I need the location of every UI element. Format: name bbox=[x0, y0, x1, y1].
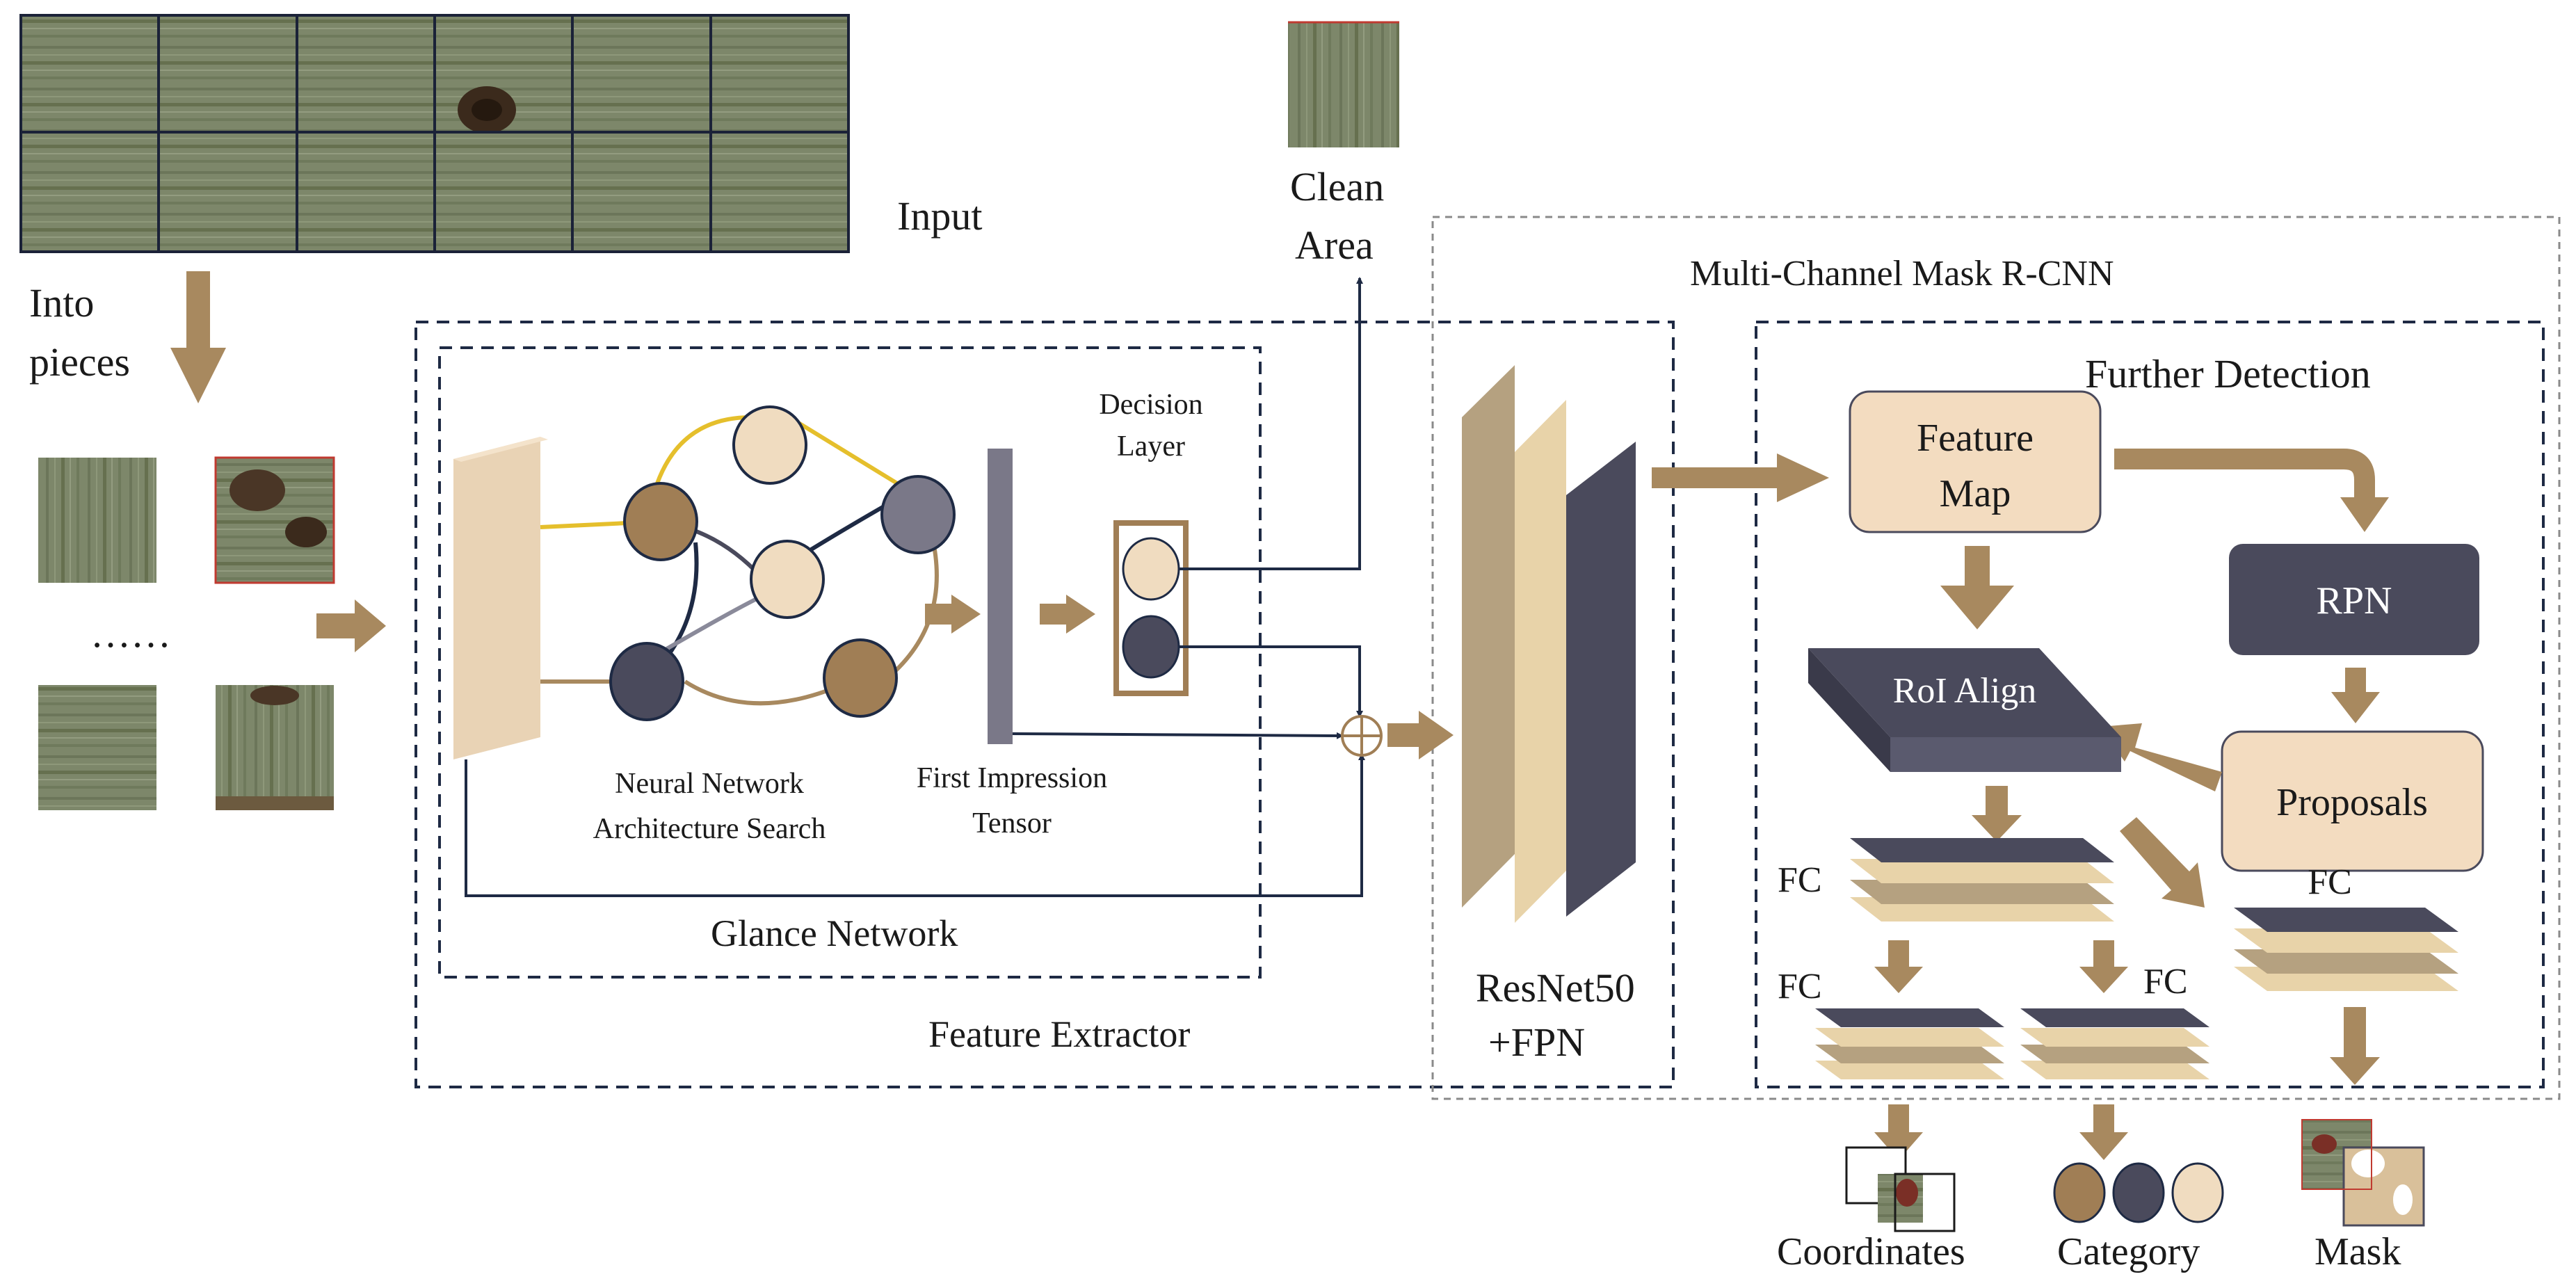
resnet-label-2: +FPN bbox=[1488, 1020, 1585, 1065]
fc-label-coordinates: FC bbox=[1778, 967, 1822, 1006]
feature-map-box bbox=[1849, 390, 2102, 533]
concat-to-resnet-arrow bbox=[1387, 711, 1454, 759]
clean-area-label-2: Area bbox=[1295, 223, 1374, 268]
multi-channel-title: Multi-Channel Mask R-CNN bbox=[1690, 254, 2114, 293]
multi-channel-frame bbox=[1431, 216, 2561, 1100]
category-output-icon bbox=[2053, 1162, 2224, 1223]
first-impression-tensor bbox=[988, 449, 1013, 744]
nas-label-1: Neural Network bbox=[615, 768, 804, 800]
decision-connectors bbox=[465, 277, 1365, 897]
patch-4 bbox=[216, 685, 334, 810]
fc-label-mask: FC bbox=[2308, 862, 2352, 902]
clean-area-patch bbox=[1288, 21, 1399, 147]
feature-extractor-frame bbox=[414, 321, 1675, 1088]
coordinates-output-icon bbox=[1845, 1146, 1956, 1232]
nas-nodes bbox=[609, 405, 956, 721]
glance-input-slab bbox=[453, 437, 548, 759]
fit-label-2: Tensor bbox=[972, 807, 1052, 839]
roi-align-slab bbox=[1808, 648, 2121, 772]
patch-1 bbox=[38, 458, 156, 583]
fc-label-main: FC bbox=[1778, 860, 1822, 900]
input-label: Input bbox=[897, 193, 982, 239]
ellipsis: …… bbox=[90, 611, 171, 656]
roi-down-arrow bbox=[1972, 786, 2022, 842]
decision-layer bbox=[1113, 520, 1189, 696]
decision-layer-label-2: Layer bbox=[1117, 430, 1185, 462]
further-detection-title: Further Detection bbox=[2085, 351, 2371, 396]
decision-layer-label-1: Decision bbox=[1099, 389, 1202, 421]
further-detection-frame bbox=[1755, 321, 2545, 1088]
mask-output-icon bbox=[2301, 1119, 2425, 1227]
concat-operator-icon bbox=[1341, 715, 1383, 757]
down-arrow-into-pieces bbox=[170, 271, 226, 403]
input-image bbox=[19, 14, 850, 253]
roi-align-label: RoI Align bbox=[1893, 671, 2037, 711]
glance-network-title: Glance Network bbox=[711, 912, 958, 954]
patch-3 bbox=[38, 685, 156, 810]
fc-down-arrows bbox=[1874, 940, 2128, 993]
resnet-fpn-slabs bbox=[1462, 365, 1636, 923]
feature-map-to-roi-arrow bbox=[1940, 546, 2014, 629]
tensor-to-decision-arrow bbox=[1040, 595, 1095, 634]
fc-block-coordinates bbox=[1815, 1008, 2004, 1079]
into-pieces-label-2: pieces bbox=[29, 339, 130, 385]
nas-label-2: Architecture Search bbox=[593, 813, 826, 845]
roi-to-mask-branch-arrow bbox=[2120, 817, 2205, 908]
patch-2 bbox=[214, 456, 335, 584]
rpn-box bbox=[2229, 544, 2479, 655]
feature-map-label-1: Feature bbox=[1917, 417, 2034, 460]
glance-network-frame bbox=[438, 346, 1262, 979]
fc-block-mask bbox=[2234, 908, 2458, 991]
fit-label-1: First Impression bbox=[917, 762, 1107, 794]
resnet-to-feature-map-arrow bbox=[1652, 453, 1829, 502]
coordinates-label: Coordinates bbox=[1777, 1230, 1965, 1273]
rpn-to-proposals-arrow bbox=[2331, 668, 2380, 723]
resnet-label-1: ResNet50 bbox=[1476, 965, 1635, 1011]
feature-map-label-2: Map bbox=[1940, 472, 2011, 515]
into-pieces-label-1: Into bbox=[29, 280, 94, 325]
category-label: Category bbox=[2057, 1230, 2200, 1273]
fc-block-main bbox=[1850, 838, 2114, 921]
output-arrows bbox=[1874, 1007, 2380, 1160]
proposals-box bbox=[2221, 730, 2484, 872]
nas-to-tensor-arrow bbox=[925, 595, 981, 634]
fc-label-category: FC bbox=[2143, 962, 2188, 1001]
proposals-label: Proposals bbox=[2276, 781, 2428, 824]
proposals-to-roi-arrow bbox=[2100, 723, 2222, 791]
fc-block-category bbox=[2020, 1008, 2209, 1079]
arrow-patches-to-extractor bbox=[316, 599, 386, 652]
rpn-label: RPN bbox=[2317, 579, 2392, 622]
mask-label: Mask bbox=[2315, 1230, 2401, 1273]
feature-extractor-title: Feature Extractor bbox=[928, 1013, 1190, 1055]
feature-map-to-rpn-arrow bbox=[2114, 449, 2389, 532]
clean-area-label-1: Clean bbox=[1290, 164, 1384, 209]
